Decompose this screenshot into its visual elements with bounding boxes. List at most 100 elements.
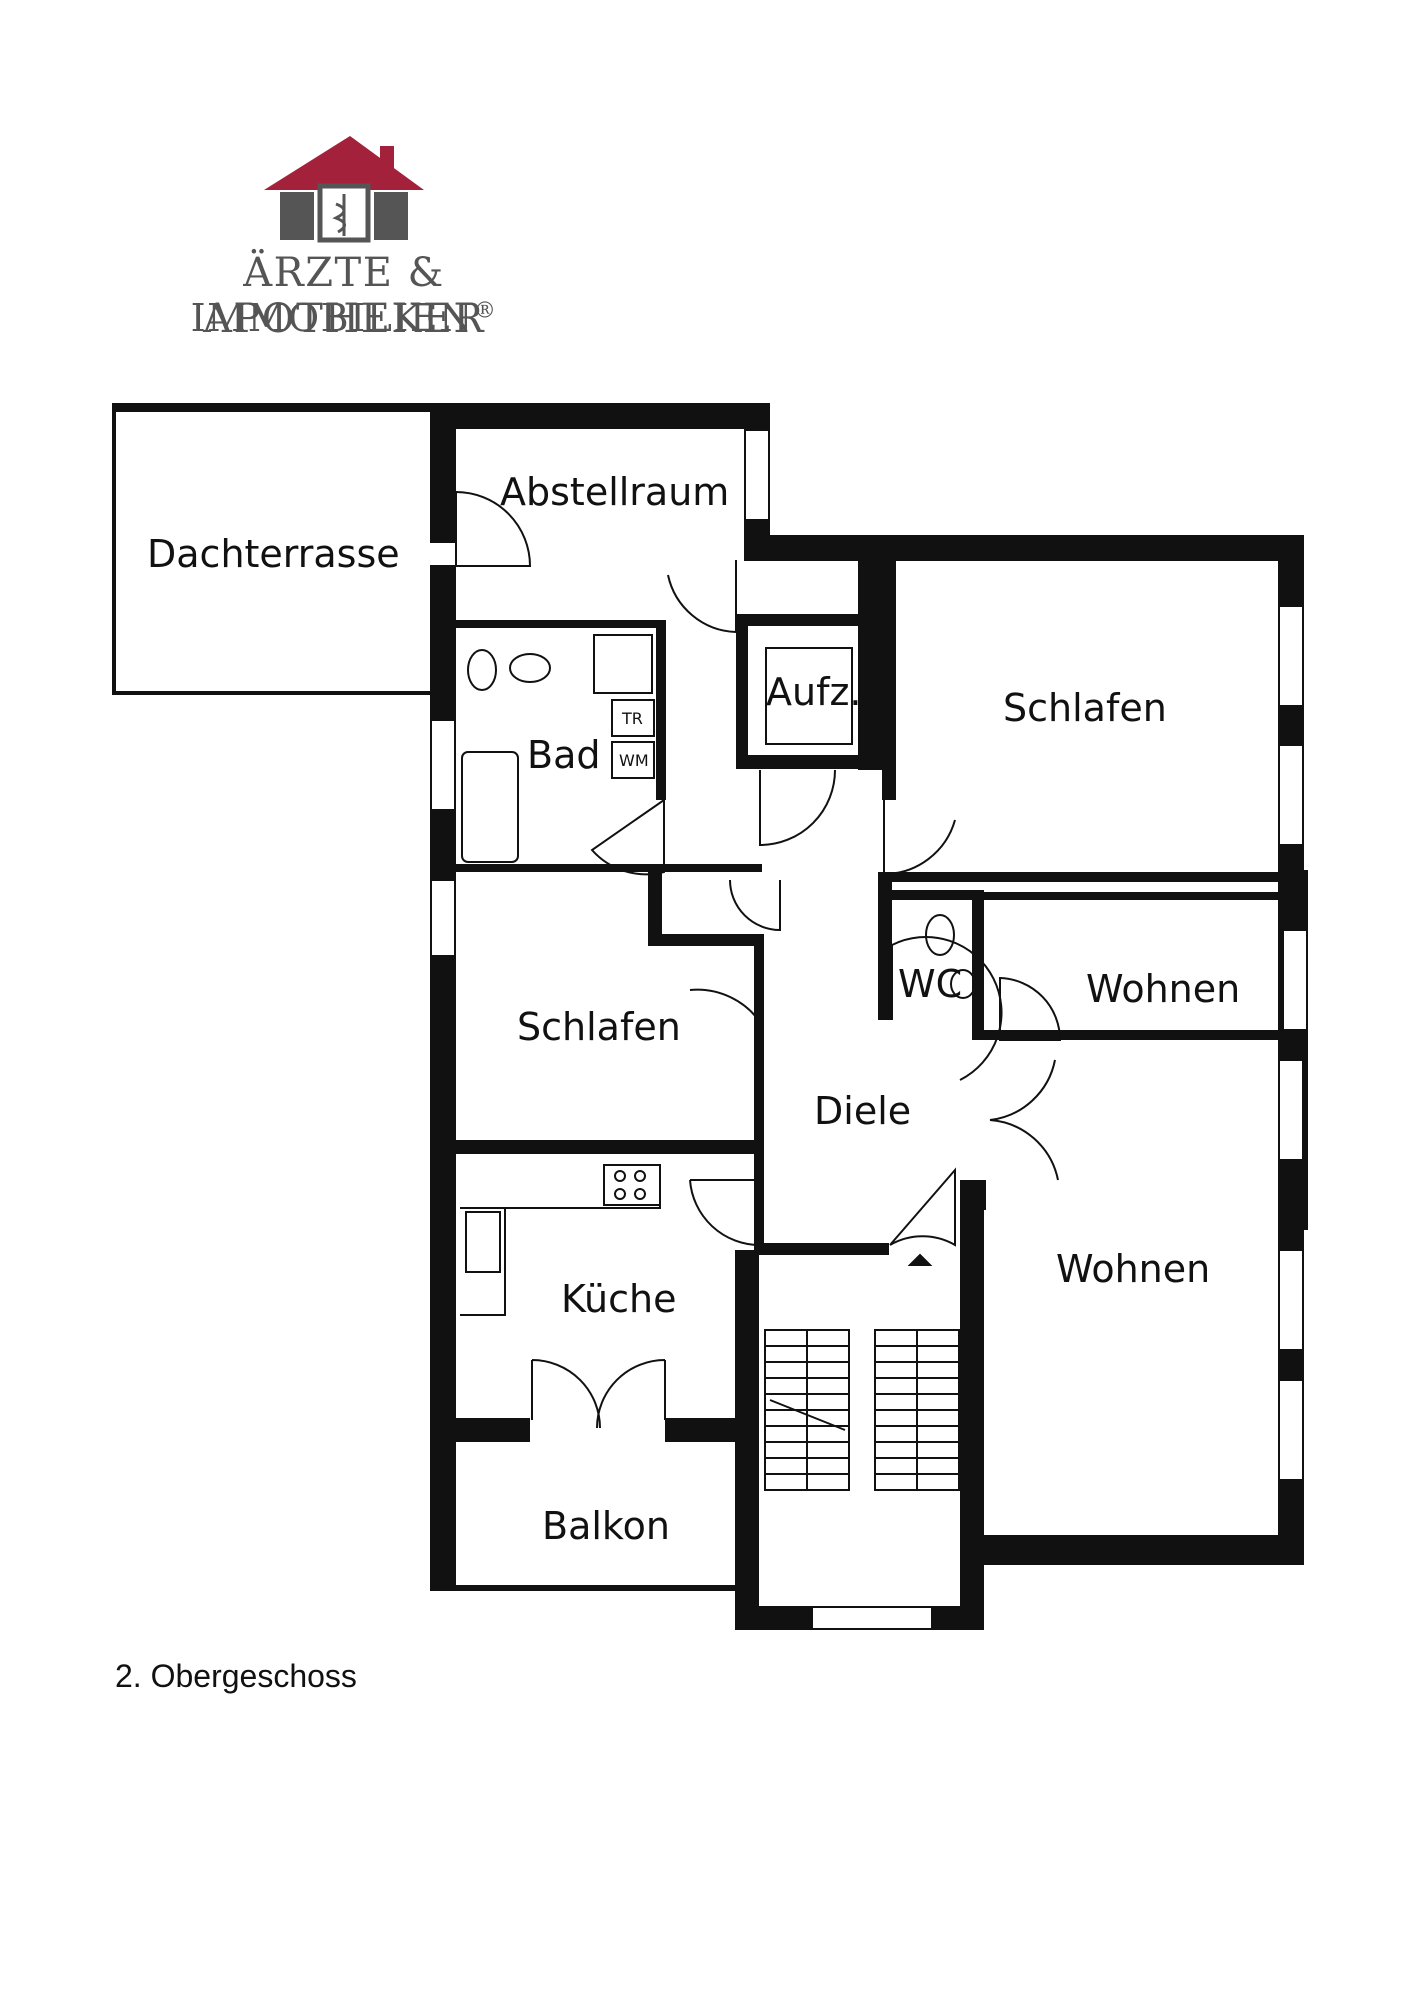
burner-icon [634, 1188, 646, 1200]
washer-box [611, 741, 655, 779]
wall-bath-right [656, 620, 666, 800]
washer-label: WM [619, 751, 649, 770]
wall-bath-bottom [456, 864, 762, 872]
caduceus-icon [332, 194, 346, 236]
toilet-icon [467, 649, 497, 691]
window [1278, 1249, 1304, 1351]
shower-icon [593, 634, 653, 694]
room-diele: Diele [814, 1089, 911, 1133]
room-schlafen-2: Schlafen [517, 1005, 681, 1049]
stove-icon [603, 1164, 661, 1206]
room-schlafen-1: Schlafen [1003, 686, 1167, 730]
kitchen-sink-icon [465, 1211, 501, 1273]
dryer-box [611, 699, 655, 737]
burner-icon [634, 1170, 646, 1182]
wall-kitchen-bottom-right [665, 1418, 759, 1442]
door-arc [989, 1059, 1059, 1181]
door-arc [689, 1179, 761, 1247]
wall-wc-right [972, 890, 984, 1040]
wall-bedroom-right [754, 934, 764, 1154]
door-arc [883, 800, 956, 876]
room-abstellraum: Abstellraum [500, 470, 729, 514]
doors [455, 490, 1062, 1429]
wall-closet [648, 868, 662, 946]
door-arc [889, 1167, 956, 1247]
door-arc [531, 1359, 601, 1429]
brand-name-line-2: IMMOBILIEN® [124, 296, 564, 340]
walls [112, 403, 1308, 1630]
wall-bedroom-bottom-right [882, 872, 1282, 882]
wall-bottom-right [970, 1535, 1304, 1565]
wc-toilet-icon [925, 914, 955, 956]
registered-mark: ® [473, 298, 498, 324]
wall-wohnen-top [984, 892, 1280, 900]
wall-wohnen-divider [972, 1030, 1280, 1040]
window [811, 1606, 933, 1630]
floor-plan: TR WM Dachterrasse Abstellraum Bad Aufz.… [112, 403, 1308, 1630]
dryer-label: TR [621, 709, 643, 728]
wall-bedroom-bottom [456, 1140, 762, 1154]
door-arc [689, 948, 763, 1029]
window [1278, 1379, 1304, 1481]
stairs [764, 1253, 960, 1491]
wall-top-storage [430, 403, 770, 429]
wall-balcony-bottom [430, 1585, 735, 1591]
wc-sink-icon [950, 969, 976, 999]
door-arc [999, 976, 1062, 1041]
door-arc [590, 798, 665, 876]
window [1278, 1059, 1304, 1161]
wall-lift-left [736, 614, 866, 626]
windows [430, 429, 1308, 1630]
brand-name-immobilien: IMMOBILIEN [190, 296, 474, 340]
window [1282, 929, 1308, 1031]
logo-house-left [280, 192, 314, 240]
door-arc [729, 879, 781, 932]
terrace-wall-bottom [112, 691, 430, 695]
room-dachterrasse: Dachterrasse [147, 532, 400, 576]
room-wohnen-2: Wohnen [1056, 1247, 1210, 1291]
wall-wc-left [878, 872, 892, 1020]
window [430, 719, 456, 811]
wall-lift-bottom [736, 755, 886, 769]
room-kueche: Küche [561, 1277, 676, 1321]
window [1278, 605, 1304, 707]
wall-corridor-left [736, 614, 748, 769]
wall-right-mid [1278, 870, 1308, 1230]
wall-bedroom-left [882, 560, 896, 800]
logo-roof [264, 136, 424, 190]
wall-top-right [744, 535, 1304, 561]
terrace-wall-left [112, 403, 116, 695]
door-arc [759, 769, 836, 847]
sink-icon [509, 653, 551, 683]
room-balkon: Balkon [542, 1504, 670, 1548]
logo-chimney [380, 146, 394, 174]
wall-left-main [430, 403, 456, 543]
window [744, 429, 770, 521]
wall-closet-bottom [648, 934, 762, 946]
door-arc [891, 935, 1003, 1081]
brand-name-line-1: ÄRZTE & APOTHEKER [202, 250, 486, 342]
wall-balcony-left [430, 1418, 440, 1591]
door-arc [667, 560, 737, 634]
window [1278, 744, 1304, 846]
floor-caption: 2. Obergeschoss [115, 1658, 357, 1694]
room-bad: Bad [527, 733, 600, 777]
wall-stair-right [960, 1250, 984, 1630]
door-arc [596, 1359, 666, 1429]
room-wc: WC [898, 962, 962, 1006]
company-logo [264, 136, 424, 243]
wall-wohnen-left-upper [976, 1180, 986, 1210]
wall-wc-top [892, 890, 984, 900]
window [430, 879, 456, 957]
stair-direction-line [769, 1330, 918, 1490]
wall-stair-top [759, 1243, 889, 1255]
room-aufzug: Aufz. [766, 670, 861, 714]
bathtub-icon [461, 751, 519, 863]
terrace-wall-top [112, 403, 430, 412]
wall-bath-top [456, 620, 664, 628]
stair-up-arrow [907, 1253, 933, 1266]
fixtures [460, 634, 976, 1316]
elevator-shaft [765, 647, 853, 745]
room-wohnen-1: Wohnen [1086, 967, 1240, 1011]
burner-icon [614, 1170, 626, 1182]
